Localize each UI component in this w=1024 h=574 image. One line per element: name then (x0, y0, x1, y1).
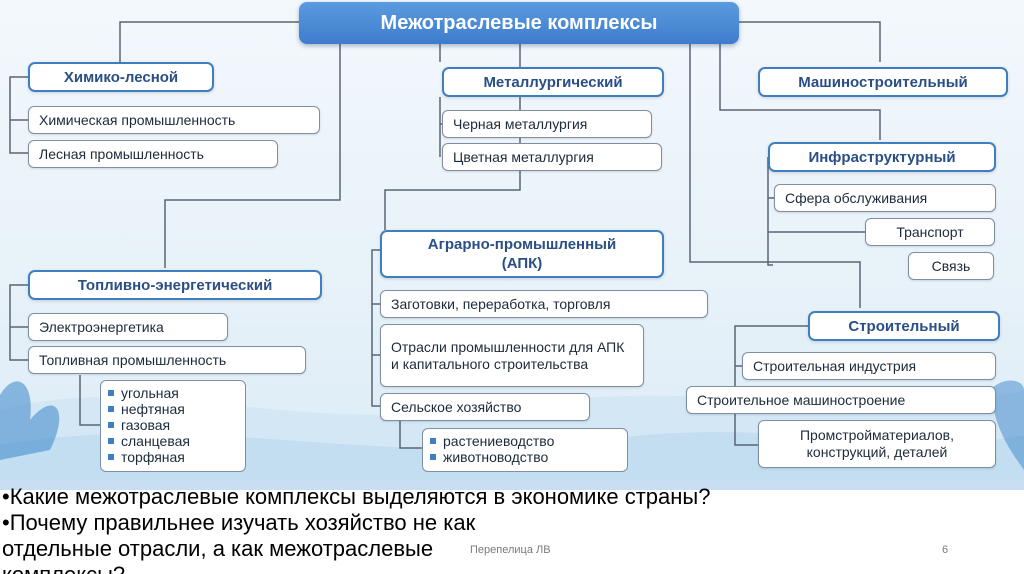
footer-page-number: 6 (942, 544, 949, 556)
item-procurement: Заготовки, переработка, торговля (380, 290, 708, 318)
fuel-type-item: торфяная (108, 449, 237, 465)
header-construction: Строительный (808, 311, 1000, 341)
item-transport: Транспорт (865, 218, 995, 246)
connector-lines (9, 21, 881, 449)
fuel-type-item: угольная (108, 385, 237, 401)
header-agro-industrial: Аграрно-промышленный (АПК) (380, 230, 664, 278)
fuel-type-item: нефтяная (108, 401, 237, 417)
list-fuel-types: угольная нефтяная газовая сланцевая торф… (100, 380, 246, 472)
agriculture-type-item: животноводство (430, 449, 619, 465)
agro-title-line1: Аграрно-промышленный (427, 236, 617, 253)
list-agriculture-types: растениеводство животноводство (422, 428, 628, 472)
questions-block: •Какие межотраслевые комплексы выделяютс… (2, 484, 902, 574)
agro-title-line2: (АПК) (501, 255, 543, 272)
item-ferrous-metallurgy: Черная металлургия (442, 110, 652, 138)
header-machine-building: Машиностроительный (758, 67, 1008, 97)
item-construction-industry: Строительная индустрия (742, 352, 996, 380)
item-chemical-industry: Химическая промышленность (28, 106, 320, 134)
item-services: Сфера обслуживания (774, 184, 996, 212)
item-agriculture: Сельское хозяйство (380, 393, 590, 421)
question-1: •Какие межотраслевые комплексы выделяютс… (2, 484, 711, 509)
header-fuel-energy: Топливно-энергетический (28, 270, 322, 300)
diagram-title: Межотраслевые комплексы (299, 2, 739, 44)
item-apk-industries: Отрасли промышленности для АПК и капитал… (380, 324, 644, 387)
item-forest-industry: Лесная промышленность (28, 140, 278, 168)
header-chemical-forest: Химико-лесной (28, 62, 214, 92)
item-communication: Связь (908, 252, 994, 280)
question-2: •Почему правильнее изучать хозяйство не … (2, 510, 476, 574)
footer-author: Перепелица ЛВ (470, 544, 551, 556)
agriculture-type-item: растениеводство (430, 433, 619, 449)
header-infrastructure: Инфраструктурный (768, 142, 996, 172)
header-metallurgical: Металлургический (442, 67, 664, 97)
item-fuel-industry: Топливная промышленность (28, 346, 306, 374)
item-electric-power: Электроэнергетика (28, 313, 228, 341)
item-construction-machinery: Строительное машиностроение (686, 386, 996, 414)
item-building-materials: Промстройматериалов, конструкций, детале… (758, 420, 996, 468)
item-nonferrous-metallurgy: Цветная металлургия (442, 143, 662, 171)
fuel-type-item: сланцевая (108, 433, 237, 449)
fuel-type-item: газовая (108, 417, 237, 433)
